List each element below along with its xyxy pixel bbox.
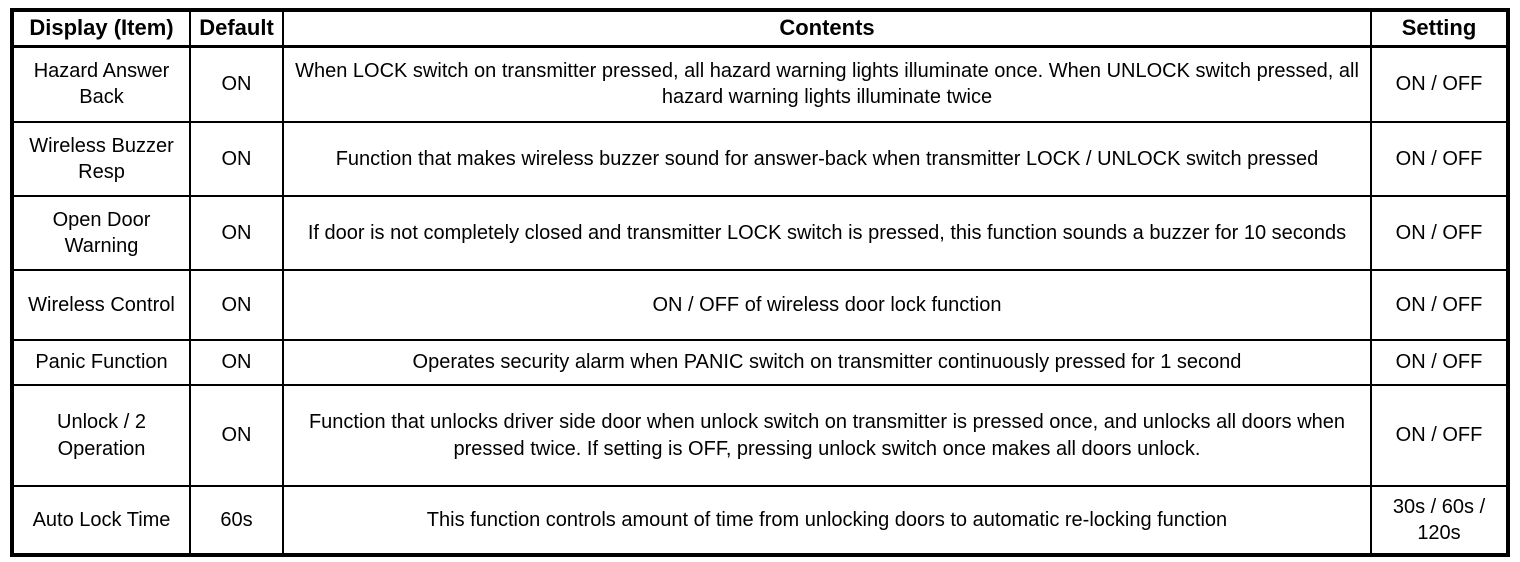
cell-contents: If door is not completely closed and tra… [282,195,1372,271]
cell-contents: This function controls amount of time fr… [282,485,1372,556]
cell-default: ON [189,339,284,386]
table-row: Hazard Answer Back ON When LOCK switch o… [11,45,1509,123]
settings-table: Display (Item) Default Contents Setting … [10,8,1510,557]
cell-display-item: Wireless Control [11,269,191,341]
cell-default: ON [189,269,284,341]
cell-display-item: Wireless Buzzer Resp [11,121,191,197]
table-row: Wireless Buzzer Resp ON Function that ma… [11,121,1509,197]
column-header-contents: Contents [282,9,1372,48]
table-row: Wireless Control ON ON / OFF of wireless… [11,269,1509,341]
cell-setting: 30s / 60s / 120s [1370,485,1509,556]
cell-contents: When LOCK switch on transmitter pressed,… [282,45,1372,123]
column-header-setting: Setting [1370,9,1509,48]
cell-display-item: Open Door Warning [11,195,191,271]
cell-setting: ON / OFF [1370,121,1509,197]
cell-setting: ON / OFF [1370,269,1509,341]
cell-display-item: Unlock / 2 Operation [11,384,191,487]
cell-contents: Function that unlocks driver side door w… [282,384,1372,487]
cell-contents: Function that makes wireless buzzer soun… [282,121,1372,197]
cell-setting: ON / OFF [1370,45,1509,123]
cell-display-item: Hazard Answer Back [11,45,191,123]
column-header-display-item: Display (Item) [11,9,191,48]
cell-default: ON [189,121,284,197]
table-row: Panic Function ON Operates security alar… [11,339,1509,386]
cell-setting: ON / OFF [1370,195,1509,271]
cell-default: ON [189,195,284,271]
cell-default: ON [189,384,284,487]
cell-display-item: Panic Function [11,339,191,386]
cell-default: ON [189,45,284,123]
column-header-default: Default [189,9,284,48]
table-row: Unlock / 2 Operation ON Function that un… [11,384,1509,487]
cell-default: 60s [189,485,284,556]
cell-setting: ON / OFF [1370,384,1509,487]
cell-setting: ON / OFF [1370,339,1509,386]
cell-contents: ON / OFF of wireless door lock function [282,269,1372,341]
table-header-row: Display (Item) Default Contents Setting [11,9,1509,48]
cell-contents: Operates security alarm when PANIC switc… [282,339,1372,386]
cell-display-item: Auto Lock Time [11,485,191,556]
table-row: Auto Lock Time 60s This function control… [11,485,1509,556]
table-row: Open Door Warning ON If door is not comp… [11,195,1509,271]
